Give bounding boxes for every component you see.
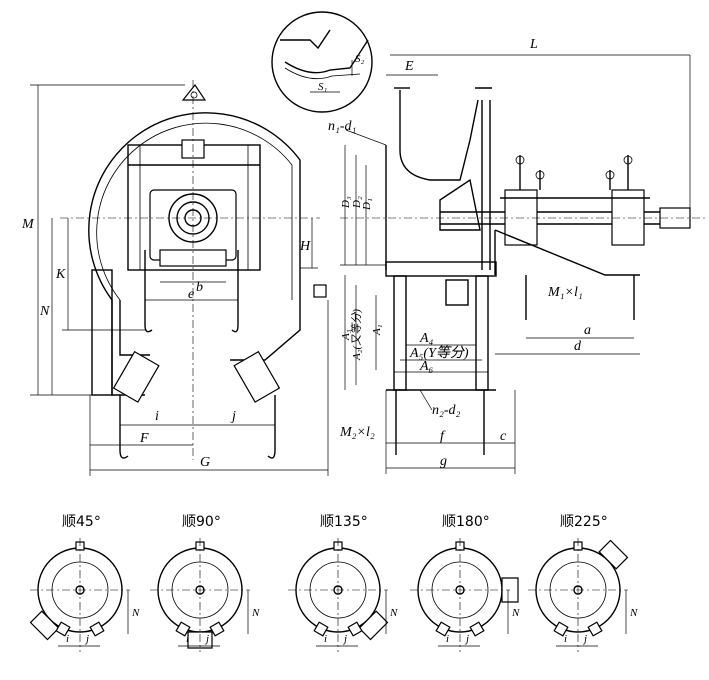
rotation-j-label: j [84,633,89,645]
label-c: c [500,429,507,444]
rotation-label: 顺135° [320,514,368,530]
label-H: H [299,239,311,254]
lug-hole [190,91,198,99]
volute-inner [96,122,293,301]
side-lug [313,284,327,298]
bearing-2 [611,189,645,246]
detail-circle [271,11,373,113]
outlet [358,610,389,641]
side-view: L E n₁-d₁ M₁×l₁ a d A₄ A₅(Y等分) A₆ n₂-d₂ … [328,37,705,474]
inlet-casing [399,90,479,181]
label-A3: A₃ [340,329,352,341]
label-E: E [404,59,414,74]
foot [55,621,71,637]
anchor-right-hook [267,449,276,459]
label-L: L [529,37,538,52]
foot [89,621,105,637]
rotation-2: 顺135° i j N [288,514,398,652]
label-D2: D₂ [351,196,363,209]
rotation-N-label: N [251,607,260,619]
label-K: K [55,267,66,282]
label-g: g [440,454,447,469]
rotation-label: 顺45° [62,514,101,530]
label-G: G [200,455,210,470]
bolt-right-hook [231,324,239,333]
rotation-3: 顺180° i j N [410,514,520,652]
rotation-j-label: j [582,633,587,645]
volute-casing [88,112,301,396]
rotation-label: 顺225° [560,514,608,530]
foot [435,621,451,637]
foot [175,621,191,637]
rotation-N-label: N [511,607,520,619]
label-F: F [139,431,149,446]
rotation-N-label: N [131,607,140,619]
detail-view: S₁ S₂ [271,11,373,113]
lifting-lug [181,83,207,101]
front-view: M N K H e b i j F G [21,80,329,476]
rotation-4: 顺225° i j N [528,514,638,652]
outlet-flange [91,269,113,396]
foot [347,621,363,637]
foot [587,621,603,637]
rotation-j-label: j [342,633,347,645]
label-A4: A₄ [419,331,434,346]
foot-right [233,350,281,403]
rotation-label: 顺90° [182,514,221,530]
base-post-left [393,275,407,391]
label-A6: A₆ [419,359,434,374]
rotation-0: 顺45° i j N [29,514,140,652]
label-b: b [196,280,203,295]
label-i: i [155,409,159,424]
label-d: d [574,339,582,354]
label-M2l2: M₂×l₂ [339,425,375,440]
label-f: f [440,429,446,444]
volute-bottom [230,310,301,361]
rotation-i-label: i [186,633,189,645]
foot [313,621,329,637]
label-j: j [230,409,236,424]
label-S1: S₁ [318,81,328,93]
rotation-1: 顺90° i j N [150,514,260,652]
label-A2: A₂(又等分) [350,309,363,361]
label-n2d2: n₂-d₂ [432,403,461,418]
rotation-N-label: N [629,607,638,619]
foot [209,621,225,637]
rotation-i-label: i [446,633,449,645]
label-M1l1: M₁×l₁ [547,285,583,300]
rotation-i-label: i [66,633,69,645]
rotation-i-label: i [564,633,567,645]
rotation-j-label: j [464,633,469,645]
base-channel [385,261,497,277]
impeller [439,178,481,231]
foot-left [112,350,160,403]
foot [553,621,569,637]
rotation-j-label: j [204,633,209,645]
label-n1d1: n₁-d₁ [328,119,356,134]
anchor-left-hook [119,449,129,459]
base-post-right [475,275,489,391]
label-A5: A₅(Y等分) [409,345,469,361]
frame-brace [494,229,640,276]
rotation-label: 顺180° [442,514,490,530]
foot [469,621,485,637]
bolt-left-hook [144,324,153,333]
label-e: e [188,287,194,302]
label-S2: S₂ [355,53,365,65]
label-a: a [584,323,591,338]
label-A1: A₁ [371,324,383,336]
label-N: N [39,304,50,319]
rotation-variants: 顺45° i j N 顺90° i j N 顺135° i j N 顺180° i j N 顺225° i j N [29,514,638,652]
outlet [29,610,60,641]
label-D3: D₃ [340,196,352,209]
label-M: M [21,217,35,232]
label-D1: D₁ [361,198,373,211]
rotation-i-label: i [324,633,327,645]
outlet [598,539,629,570]
rotation-N-label: N [389,607,398,619]
